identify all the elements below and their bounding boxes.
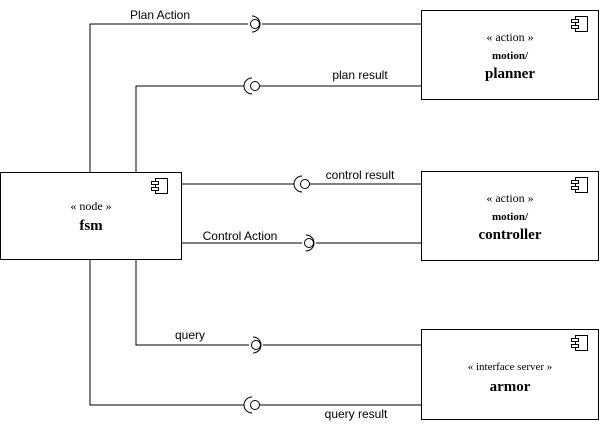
query-result-connection: query result: [89, 259, 421, 421]
armor-component: « interface server » armor: [421, 329, 599, 420]
controller-name: controller: [478, 227, 541, 243]
armor-name: armor: [490, 379, 531, 395]
component-icon: [571, 177, 588, 193]
query-label: query: [175, 328, 205, 342]
query-connection: query: [135, 259, 421, 354]
controller-stereotype: « action »: [486, 191, 533, 205]
fsm-name: fsm: [79, 218, 103, 234]
plan-action-connection: Plan Action: [89, 8, 421, 172]
control-result-label: control result: [326, 168, 395, 182]
controller-package: motion/: [492, 211, 529, 223]
planner-name: planner: [485, 66, 535, 82]
plan-result-label: plan result: [332, 68, 388, 82]
control-action-label: Control Action: [203, 229, 278, 243]
component-icon: [151, 178, 168, 194]
planner-package: motion/: [492, 50, 529, 62]
armor-stereotype: « interface server »: [468, 361, 553, 373]
control-result-connection: control result: [181, 168, 421, 193]
fsm-component: « node » fsm: [0, 172, 182, 260]
controller-component: « action » motion/ controller: [421, 171, 599, 261]
plan-result-connection: plan result: [135, 68, 421, 172]
query-result-label: query result: [325, 407, 388, 421]
component-icon: [571, 335, 588, 351]
planner-stereotype: « action »: [486, 30, 533, 44]
control-action-connection: Control Action: [181, 229, 421, 252]
plan-action-label: Plan Action: [130, 8, 190, 22]
component-icon: [571, 16, 588, 32]
fsm-stereotype: « node »: [70, 199, 111, 213]
planner-component: « action » motion/ planner: [421, 10, 599, 100]
